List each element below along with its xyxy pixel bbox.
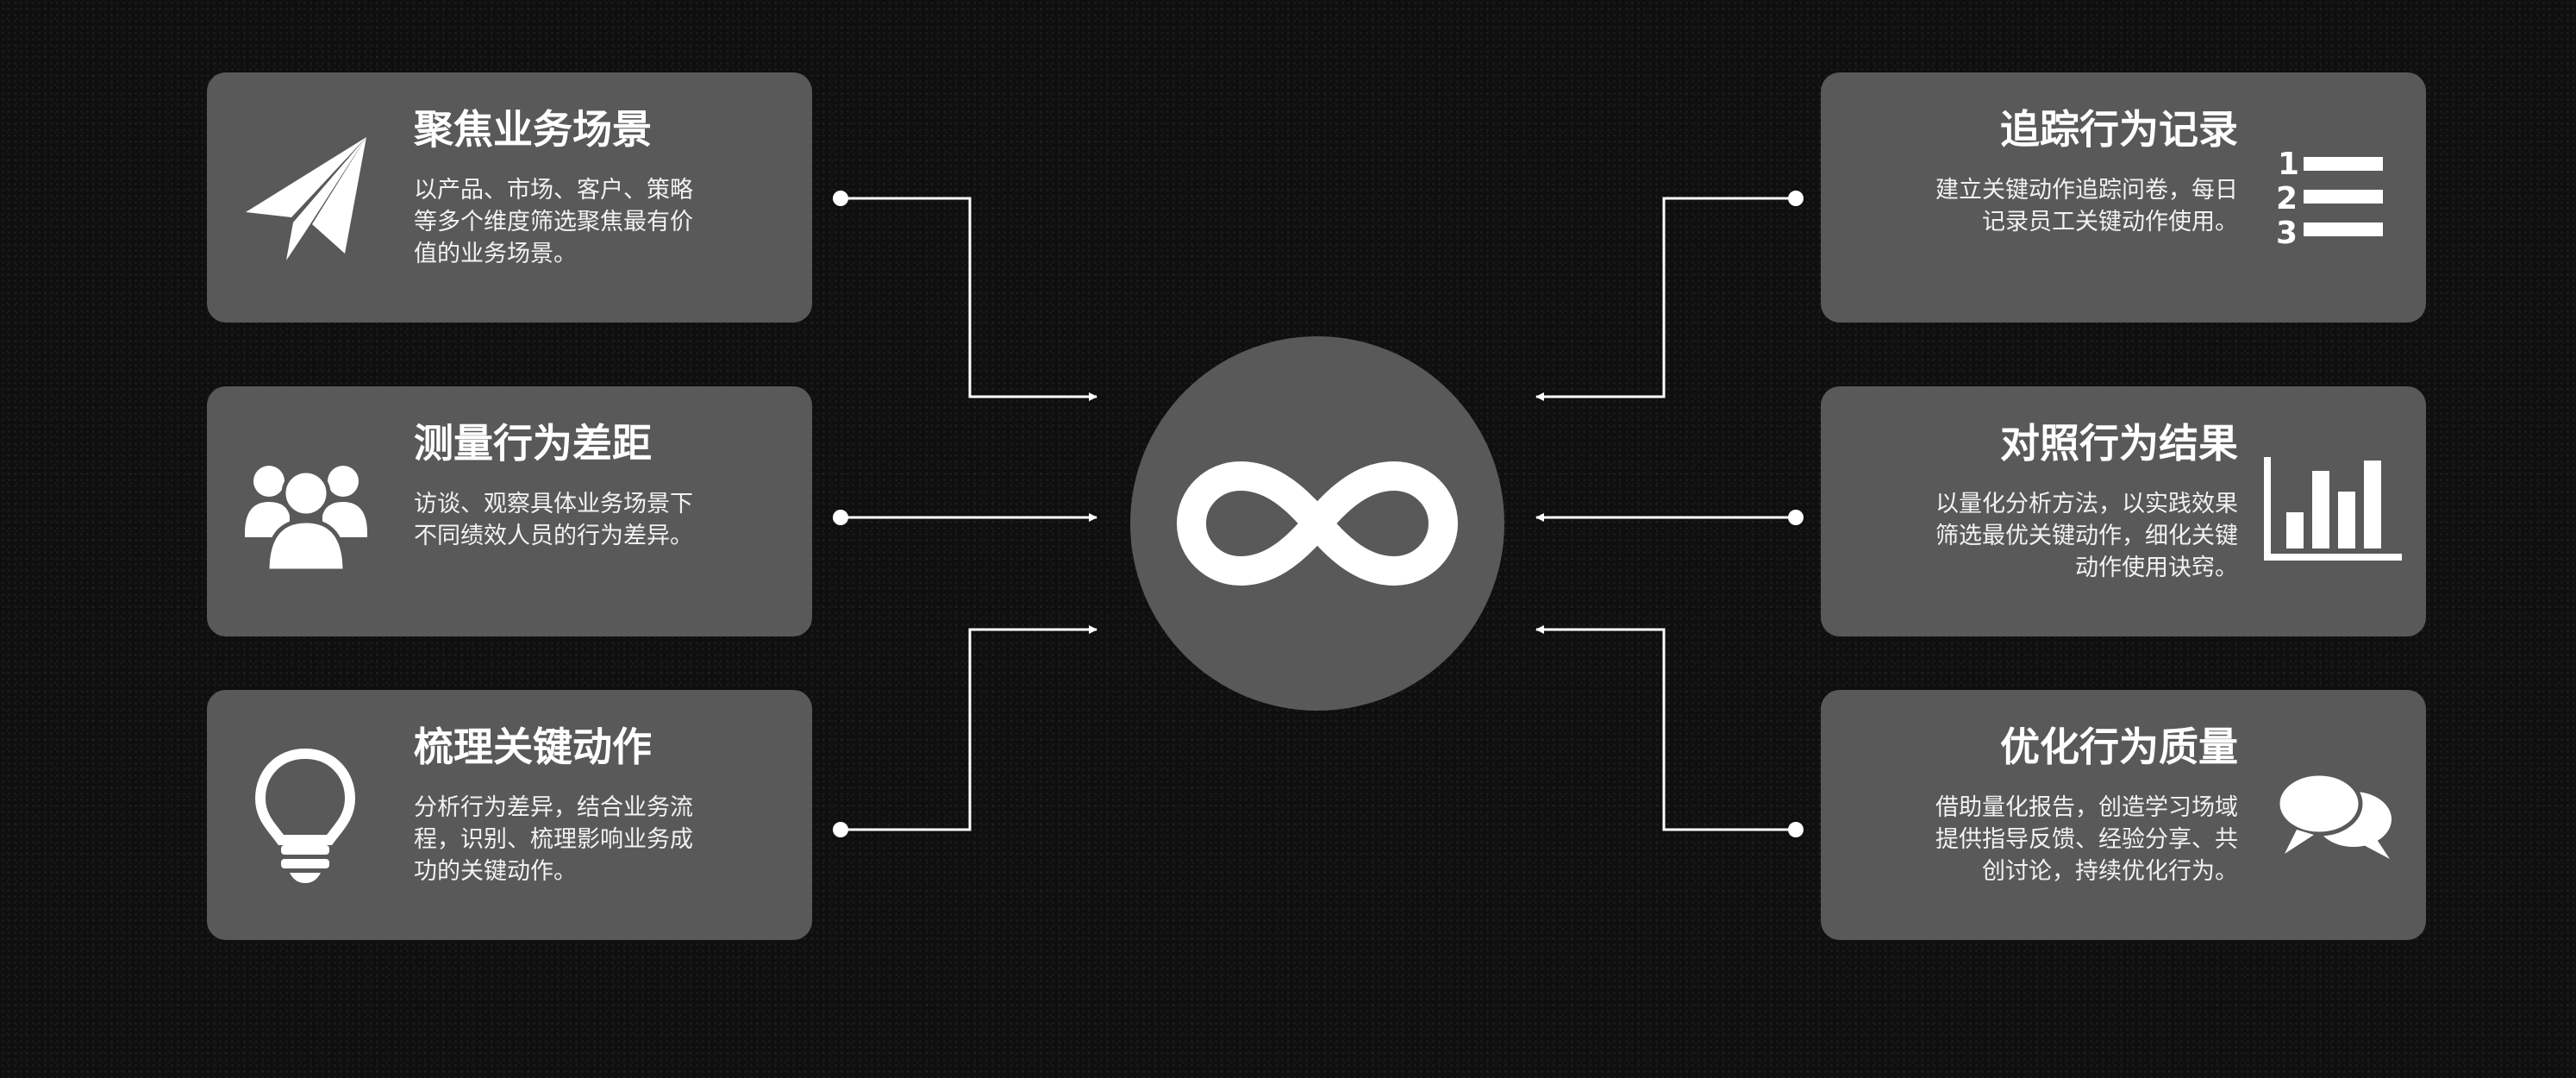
card-description: 分析行为差异，结合业务流 程，识别、梳理影响业务成 功的关键动作。 xyxy=(414,794,693,885)
card-description: 以量化分析方法，以实践效果 筛选最优关键动作，细化关键 动作使用诀窍。 xyxy=(1935,491,2238,581)
card-description: 以产品、市场、客户、策略 等多个维度筛选聚焦最有价 值的业务场景。 xyxy=(414,177,693,267)
connector-left-top xyxy=(841,197,1097,401)
paper-plane-icon xyxy=(246,137,366,260)
card-measure-gap: 测量行为差距 访谈、观察具体业务场景下 不同绩效人员的行为差异。 xyxy=(207,386,812,636)
svg-text:3: 3 xyxy=(2276,216,2298,251)
card-description: 建立关键动作追踪问卷，每日 记录员工关键动作使用。 xyxy=(1935,177,2238,235)
lightbulb-icon xyxy=(254,748,356,883)
people-group-icon xyxy=(245,466,367,573)
card-track-records: 1 2 3 追踪行为记录 建立关键动作追踪问卷，每日 记录员工关键动作使用。 xyxy=(1821,72,2426,323)
card-title: 聚焦业务场景 xyxy=(414,106,652,153)
svg-text:2: 2 xyxy=(2276,181,2298,216)
card-key-actions: 梳理关键动作 分析行为差异，结合业务流 程，识别、梳理影响业务成 功的关键动作。 xyxy=(207,690,812,940)
card-compare-results: 对照行为结果 以量化分析方法，以实践效果 筛选最优关键动作，细化关键 动作使用诀… xyxy=(1821,386,2426,636)
numbered-list-icon: 1 2 3 xyxy=(2276,147,2383,251)
bar-chart-icon xyxy=(2264,457,2402,561)
connector-dot xyxy=(1788,510,1804,525)
chat-bubbles-icon xyxy=(2275,771,2392,859)
connector-dot xyxy=(1788,191,1804,206)
connector-dot xyxy=(1788,822,1804,837)
connector-left-bottom xyxy=(841,625,1097,831)
card-description: 借助量化报告，创造学习场域 提供指导反馈、经验分享、共 创讨论，持续优化行为。 xyxy=(1935,794,2238,885)
card-title: 追踪行为记录 xyxy=(2000,106,2238,153)
connector-dot xyxy=(833,822,848,837)
card-focus-scenario: 聚焦业务场景 以产品、市场、客户、策略 等多个维度筛选聚焦最有价 值的业务场景。 xyxy=(207,72,812,323)
connector-dot xyxy=(833,510,848,525)
card-optimize-quality: 优化行为质量 借助量化报告，创造学习场域 提供指导反馈、经验分享、共 创讨论，持… xyxy=(1821,690,2426,940)
infinity-icon xyxy=(1177,461,1458,586)
card-description: 访谈、观察具体业务场景下 不同绩效人员的行为差异。 xyxy=(414,491,693,549)
connector-dot xyxy=(833,191,848,206)
svg-text:1: 1 xyxy=(2278,147,2299,182)
center-hub xyxy=(1130,336,1504,711)
card-title: 测量行为差距 xyxy=(414,420,652,467)
card-title: 对照行为结果 xyxy=(2000,420,2238,467)
card-title: 优化行为质量 xyxy=(2000,724,2238,770)
connector-right-top xyxy=(1535,197,1796,401)
connector-right-bottom xyxy=(1535,625,1796,831)
card-title: 梳理关键动作 xyxy=(414,724,652,770)
